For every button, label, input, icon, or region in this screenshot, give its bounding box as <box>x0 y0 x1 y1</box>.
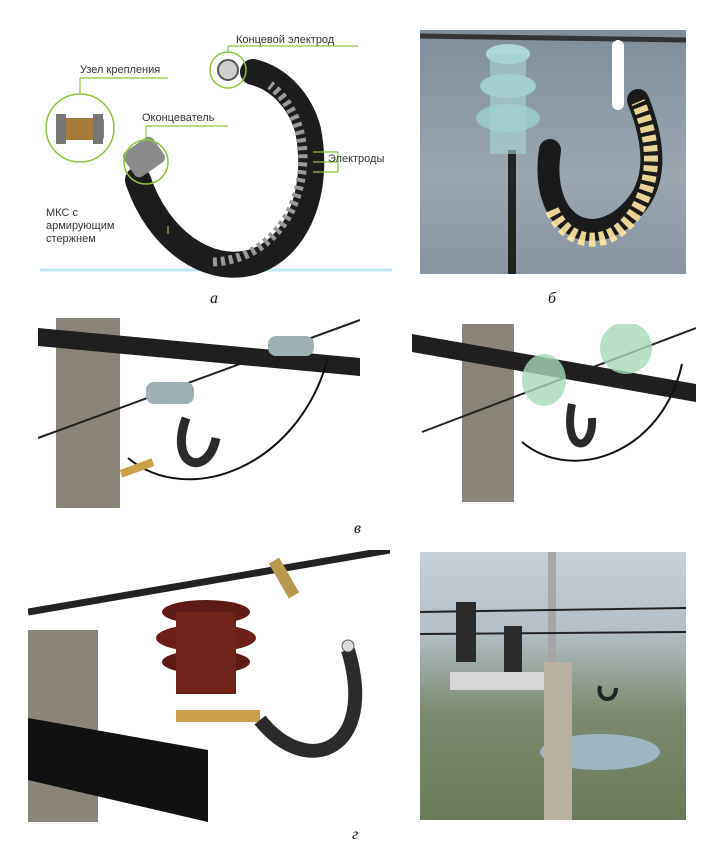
insulator-1 <box>146 382 194 404</box>
panel-a-diagram: Узел крепления Оконцеватель Концевой эле… <box>38 30 394 280</box>
panel-g-right-photo <box>420 552 686 820</box>
caption-a: а <box>210 290 218 307</box>
jumper-wire <box>521 363 683 462</box>
bracket <box>176 710 260 722</box>
crossarm <box>38 328 360 376</box>
arrester-loop <box>597 685 618 701</box>
panel-g-left-render <box>28 550 390 822</box>
arrester-loop <box>176 416 221 468</box>
photo-b-illustration <box>420 33 686 274</box>
arrester-diagram: Узел крепления Оконцеватель Концевой эле… <box>40 34 392 278</box>
insulator <box>456 602 476 662</box>
label-electrodes: Электроды <box>328 153 384 165</box>
terminator-part <box>123 136 165 178</box>
arrester-hose <box>537 89 663 241</box>
end-electrode <box>217 59 239 81</box>
label-mks-1: МКС с <box>46 207 78 219</box>
glass-insulator-2 <box>600 324 652 374</box>
insulator <box>504 626 522 676</box>
insulator-2 <box>268 336 314 356</box>
porcelain-insulator <box>156 600 256 694</box>
caption-b: б <box>548 290 557 307</box>
crossarm <box>450 672 560 690</box>
glass-insulator <box>476 44 540 154</box>
arc-flash <box>612 40 624 110</box>
wire <box>420 33 686 43</box>
crossarm <box>28 718 208 822</box>
mount-bolt <box>56 114 66 144</box>
jumper-wire <box>127 357 329 481</box>
arrester-hose <box>254 647 363 758</box>
arrester-loop <box>566 403 597 448</box>
panel-v-left-render <box>38 318 360 508</box>
panel-v-right-render <box>412 324 696 502</box>
concrete-pole <box>544 662 572 820</box>
render-g-left <box>28 550 390 822</box>
label-mks-3: стержнем <box>46 233 96 245</box>
photo-g-illustration <box>420 552 686 820</box>
glass-insulator-1 <box>522 354 566 406</box>
arc-glow <box>545 99 658 247</box>
clamp <box>268 557 300 599</box>
line-wire <box>28 550 390 616</box>
label-mount: Узел крепления <box>80 64 160 76</box>
render-v-right <box>412 324 696 502</box>
render-v-left <box>38 318 360 508</box>
caption-g: г <box>352 826 359 843</box>
label-end-electrode: Концевой электрод <box>236 34 335 46</box>
clamp <box>119 458 155 478</box>
pole-rod <box>508 150 516 274</box>
hose-body <box>125 59 325 278</box>
caption-v: в <box>354 520 361 537</box>
label-mks-2: армирующим <box>46 220 114 232</box>
panel-b-photo <box>420 30 686 274</box>
mount-bolt <box>93 114 103 144</box>
label-terminator: Оконцеватель <box>142 112 215 124</box>
end-electrode <box>341 639 355 653</box>
